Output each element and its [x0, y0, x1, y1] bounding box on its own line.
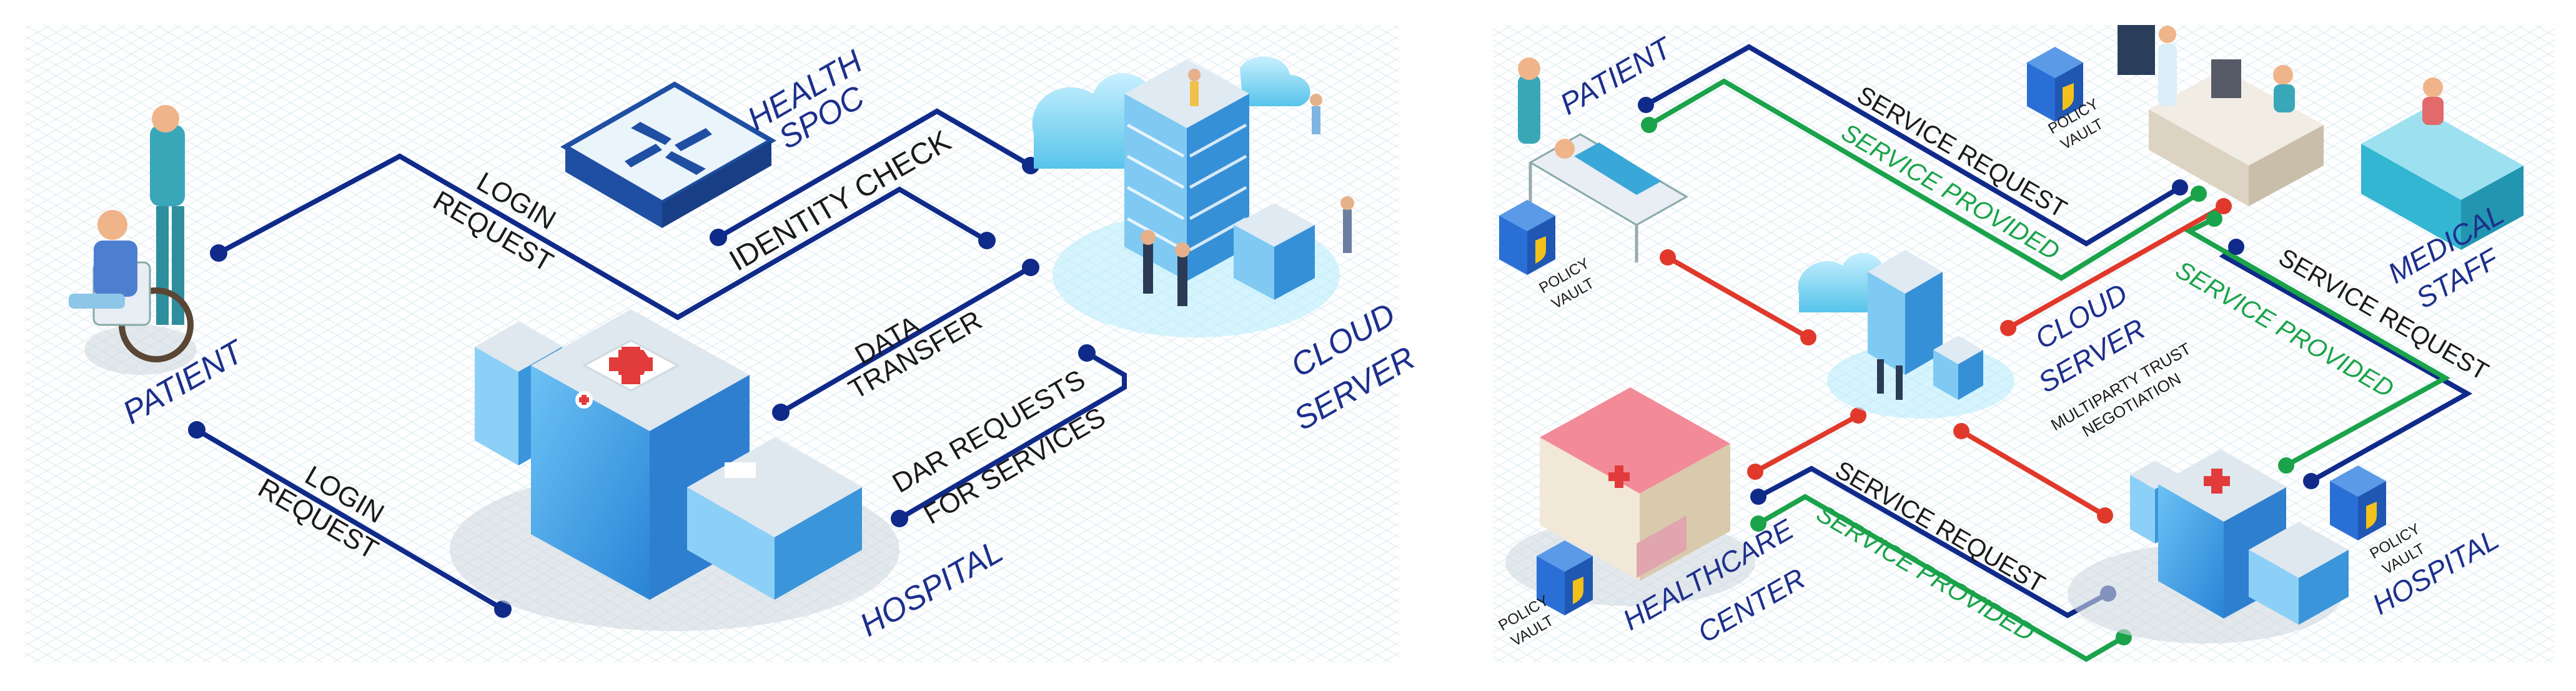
right-panel: PATIENT MEDICAL STAFF CLOUD SERVER HEALT… [1496, 25, 2524, 662]
hospital-building-icon [2068, 450, 2349, 644]
hospital-building-icon [450, 309, 899, 631]
policy-vault-icon [2027, 47, 2083, 122]
left-connectors [194, 108, 1127, 612]
green-staff-hospital [2184, 216, 2451, 468]
patient-wheelchair-icon [69, 105, 197, 375]
green-healthcare-hospital [1756, 494, 2126, 662]
left-connector-dots [188, 157, 1096, 618]
line-identity-check [716, 108, 1033, 240]
line-login-bottom [194, 427, 505, 612]
right-red-connectors [1665, 204, 2226, 518]
red-patient-cloud [1665, 255, 1811, 340]
policy-vault-icon [1499, 200, 1555, 275]
navy-patient-service-request [1643, 44, 2182, 247]
line-dar-requests [897, 350, 1127, 521]
policy-vault-icon [2330, 465, 2386, 540]
policy-vault-icon [1537, 540, 1593, 615]
cloud-server-icon [1032, 56, 1354, 337]
medical-staff-icon [2118, 25, 2524, 250]
red-healthcare-cloud [1753, 413, 1861, 474]
line-patient-login [216, 153, 989, 321]
red-cloud-staff [2006, 204, 2226, 331]
red-cloud-hospital [1959, 429, 2108, 518]
patient-bed-icon [1518, 57, 1689, 262]
line-data-transfer [778, 265, 1033, 415]
healthcare-center-icon [1505, 387, 1755, 606]
green-patient-service-provided [1647, 78, 2201, 281]
health-spoc-shield-icon [560, 81, 777, 228]
cloud-server-icon [1798, 250, 2014, 419]
right-green-connectors [1647, 78, 2451, 662]
